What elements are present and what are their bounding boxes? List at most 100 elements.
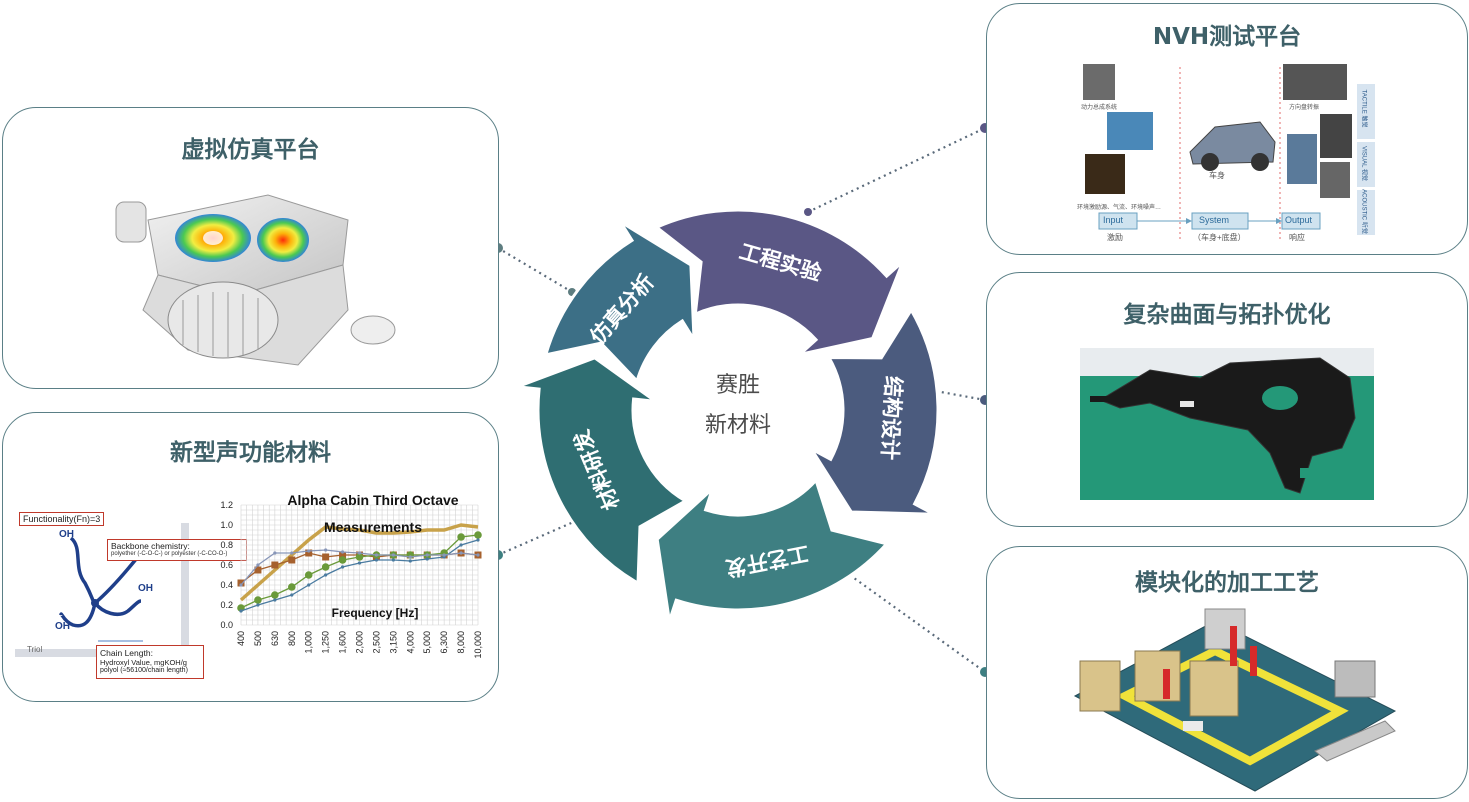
connector-nvh bbox=[807, 127, 986, 213]
oh-label: OH bbox=[59, 529, 74, 540]
x-tick-label: 1,600 bbox=[338, 631, 348, 654]
x-tick-label: 2,000 bbox=[355, 631, 365, 654]
nvh-output-cn: 响应 bbox=[1289, 233, 1305, 242]
segment-structure-design-label: 结构设计 bbox=[877, 375, 905, 460]
data-point bbox=[374, 558, 379, 562]
data-point bbox=[357, 561, 362, 565]
x-tick-label: 2,500 bbox=[371, 631, 381, 654]
data-point bbox=[305, 549, 313, 557]
x-tick-label: 3,150 bbox=[388, 631, 398, 654]
data-point bbox=[287, 583, 296, 591]
oh-label: OH bbox=[138, 583, 153, 594]
data-point bbox=[256, 563, 260, 567]
segment-material-rnd bbox=[516, 356, 689, 586]
nvh-tactile-label: TACTILE 触觉 bbox=[1360, 89, 1367, 128]
data-point bbox=[273, 598, 277, 602]
data-point bbox=[340, 565, 345, 569]
data-point bbox=[476, 553, 480, 557]
panel-title: 模块化的加工工艺 bbox=[1135, 570, 1319, 596]
panel-title: 复杂曲面与拓扑优化 bbox=[1123, 302, 1331, 328]
x-tick-label: 10,000 bbox=[473, 631, 483, 659]
data-point bbox=[321, 563, 330, 571]
segment-engineering-test bbox=[653, 208, 905, 358]
segment-process-development bbox=[655, 477, 890, 622]
panel-title: 虚拟仿真平台 bbox=[181, 137, 320, 163]
data-point bbox=[408, 559, 412, 563]
backbone-label-box: Backbone chemistry: polyether (-C-O-C-) … bbox=[107, 539, 247, 561]
data-point bbox=[474, 531, 482, 539]
x-tick-label: 8,000 bbox=[456, 631, 466, 654]
data-point bbox=[324, 548, 328, 552]
data-point bbox=[290, 551, 294, 555]
data-point bbox=[304, 571, 313, 579]
data-point bbox=[256, 603, 260, 607]
data-point bbox=[290, 593, 294, 597]
oh-label: OH bbox=[55, 621, 70, 632]
data-point bbox=[338, 556, 347, 564]
y-tick-label: 0.0 bbox=[220, 620, 233, 630]
data-point bbox=[307, 549, 311, 553]
y-tick-label: 1.0 bbox=[220, 520, 233, 530]
chart-title-line1: Alpha Cabin Third Octave bbox=[287, 492, 458, 508]
data-point bbox=[237, 579, 245, 587]
connector-dot bbox=[804, 208, 812, 216]
panel-title: NVH测试平台 bbox=[1152, 24, 1302, 50]
data-point bbox=[239, 583, 243, 587]
x-tick-label: 6,300 bbox=[439, 631, 449, 654]
nvh-system-box: System bbox=[1199, 215, 1230, 225]
data-point bbox=[322, 553, 330, 561]
x-tick-label: 1,250 bbox=[321, 631, 331, 654]
nvh-input-box: Input bbox=[1103, 215, 1124, 225]
backbone-detail: polyether (-C-O-C-) or polyester (-C-CO-… bbox=[111, 551, 228, 558]
panel-title: 新型声功能材料 bbox=[170, 440, 331, 466]
connector-acoustic bbox=[497, 518, 579, 557]
chain-length-box: Chain Length: Hydroxyl Value, mgKOH/g po… bbox=[96, 645, 204, 680]
data-point bbox=[457, 533, 465, 541]
data-point bbox=[476, 538, 480, 542]
x-tick-label: 4,000 bbox=[405, 631, 415, 654]
nvh-powertrain-label: 动力总成系统 bbox=[1081, 105, 1118, 111]
series-line bbox=[239, 523, 479, 602]
triol-label: Triol bbox=[27, 645, 43, 654]
factory-layout-image bbox=[1073, 608, 1397, 792]
data-point bbox=[425, 557, 429, 561]
segment-structure-design bbox=[806, 307, 940, 516]
data-point bbox=[254, 566, 262, 574]
data-point bbox=[459, 551, 463, 555]
nvh-diagram: 动力总成系统 环境激励源、气流、环境噪声… 车身 方向盘转振 Input Sys… bbox=[1075, 62, 1375, 248]
chain-line1: Hydroxyl Value, mgKOH/g bbox=[100, 657, 187, 667]
x-tick-label: 400 bbox=[236, 631, 246, 646]
chart-xlabel: Frequency [Hz] bbox=[332, 606, 419, 620]
data-point bbox=[425, 553, 429, 557]
data-point bbox=[239, 609, 243, 613]
nvh-visual-label: VISUAL 视觉 bbox=[1360, 146, 1367, 181]
hub-center-line2: 新材料 bbox=[705, 413, 771, 438]
x-tick-label: 800 bbox=[287, 631, 297, 646]
nvh-body-label: 车身 bbox=[1209, 171, 1225, 180]
connector-sim bbox=[497, 247, 573, 293]
data-point bbox=[355, 553, 364, 561]
polyol-diagram: Functionality(Fn)=3 Backbone chemistry: … bbox=[3, 493, 247, 701]
panel-topology: 复杂曲面与拓扑优化 bbox=[986, 272, 1468, 527]
data-point bbox=[288, 556, 296, 564]
topology-part-image bbox=[1080, 348, 1374, 500]
cycle-hub: 工程实验结构设计工艺开发材料研发仿真分析 赛胜 新材料 bbox=[510, 190, 950, 630]
data-point bbox=[271, 591, 279, 599]
data-point bbox=[307, 583, 311, 587]
x-tick-label: 500 bbox=[253, 631, 263, 646]
nvh-input-cn: 激励 bbox=[1107, 233, 1123, 242]
nvh-env-label: 环境激励源、气流、环境噪声… bbox=[1077, 205, 1162, 211]
nvh-acoustic-label: ACOUSTIC 听觉 bbox=[1360, 189, 1367, 234]
backbone-title: Backbone chemistry: bbox=[111, 541, 190, 551]
hub-center-line1: 赛胜 bbox=[716, 373, 760, 398]
data-point bbox=[408, 555, 412, 559]
x-tick-label: 5,000 bbox=[422, 631, 432, 654]
chain-line2: polyol (≈56100/chain length) bbox=[100, 667, 188, 675]
chain-title: Chain Length: bbox=[100, 648, 153, 658]
data-point bbox=[357, 551, 362, 555]
chart-title-line2: Measurements bbox=[324, 519, 422, 535]
data-point bbox=[271, 561, 279, 569]
data-point bbox=[374, 553, 379, 557]
